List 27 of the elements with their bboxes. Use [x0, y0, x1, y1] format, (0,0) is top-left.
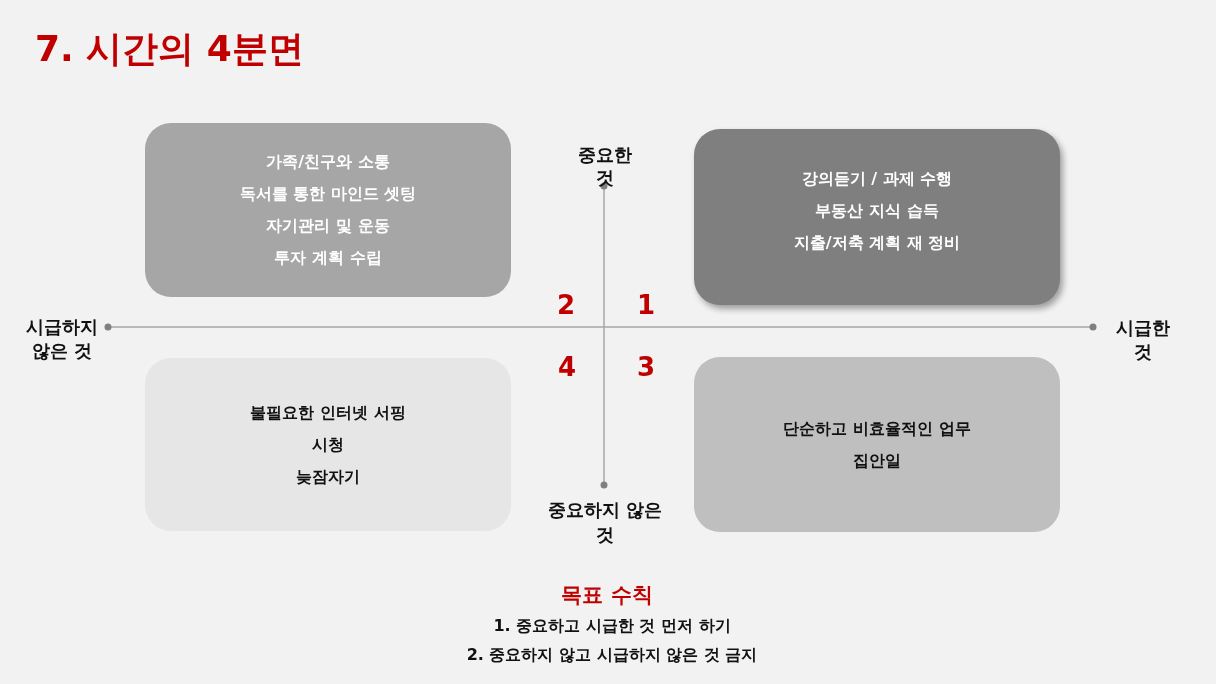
axis-label: 시급한 것 [1115, 316, 1171, 364]
task-label: 불필요한 인터넷 서핑 [250, 401, 406, 424]
rule-text: 2. 중요하지 않고 시급하지 않은 것 금지 [466, 644, 758, 666]
axis-label: 중요한 것 [577, 143, 633, 189]
task-label: 가족/친구와 소통 [266, 151, 390, 173]
axis-label: 중요하지 않은 것 [546, 498, 664, 547]
task-label: 부동산 지식 습득 [815, 200, 939, 222]
task-label: 투자 계획 수립 [274, 247, 382, 269]
quadrant-number: 4 [557, 351, 577, 384]
quadrant-number: 3 [636, 351, 656, 384]
axis-label: 시급하지 않은 것 [25, 315, 99, 363]
quadrant-number: 1 [636, 289, 656, 322]
task-label: 자기관리 및 운동 [266, 215, 390, 237]
task-label: 집안일 [853, 449, 901, 472]
slide-title: 7. 시간의 4분면 [35, 27, 304, 71]
task-label: 강의듣기 / 과제 수행 [801, 168, 953, 190]
quadrant-box [694, 357, 1060, 532]
task-label: 단순하고 비효율적인 업무 [783, 417, 971, 440]
quadrant-number: 2 [556, 289, 576, 322]
task-label: 늦잠자기 [296, 465, 360, 488]
task-label: 독서를 통한 마인드 셋팅 [239, 183, 417, 205]
task-label: 시청 [312, 433, 344, 456]
quadrant-box [694, 129, 1060, 305]
rules-heading: 목표 수칙 [561, 582, 653, 609]
quadrant-box [145, 123, 511, 297]
task-label: 지출/저축 계획 재 정비 [793, 232, 961, 254]
rule-text: 1. 중요하고 시급한 것 먼저 하기 [493, 615, 731, 637]
